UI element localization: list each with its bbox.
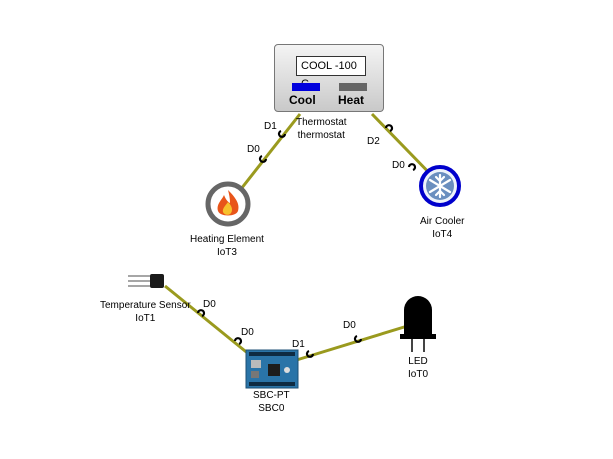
port-connector[interactable]: [407, 163, 417, 172]
device-sub: IoT4: [432, 229, 453, 240]
temperature-sensor-device[interactable]: [128, 274, 164, 288]
thermostat-device[interactable]: COOL -100 C Cool Heat: [274, 44, 384, 112]
device-name: SBC-PT: [253, 390, 290, 401]
sbc-board-device[interactable]: [245, 349, 299, 389]
device-name: Air Cooler: [420, 216, 465, 227]
port-connector[interactable]: [384, 124, 394, 133]
led-device[interactable]: [400, 296, 436, 352]
device-sub: SBC0: [258, 403, 285, 414]
port-label: D0: [343, 320, 356, 331]
heat-label: Heat: [338, 93, 365, 107]
heating-element-device[interactable]: [205, 181, 251, 227]
air-cooler-label: Air Cooler IoT4: [420, 215, 464, 241]
device-sub: thermostat: [297, 130, 345, 141]
thermostat-label: Thermostat thermostat: [296, 116, 347, 142]
link-sensor-sbc[interactable]: [164, 284, 251, 357]
port-label: D0: [203, 299, 216, 310]
led-label: LED IoT0: [408, 355, 428, 381]
port-label: D2: [367, 136, 380, 147]
port-connector[interactable]: [277, 129, 287, 138]
port-connector[interactable]: [305, 349, 315, 358]
snowflake-icon: [428, 173, 452, 199]
device-name: Thermostat: [296, 117, 347, 128]
thermostat-display: COOL -100 C: [296, 56, 366, 90]
device-name: Heating Element: [190, 234, 264, 245]
device-sub: IoT1: [135, 313, 156, 324]
heat-indicator: [339, 83, 367, 91]
device-sub: IoT3: [216, 247, 237, 258]
port-label: D0: [247, 144, 260, 155]
port-label: D1: [264, 121, 277, 132]
device-sub: IoT0: [408, 369, 429, 380]
sbc-label: SBC-PT SBC0: [253, 389, 290, 415]
port-connector[interactable]: [353, 334, 363, 343]
port-label: D0: [241, 327, 254, 338]
port-label: D1: [292, 339, 305, 350]
port-connector[interactable]: [196, 309, 206, 318]
cool-label: Cool: [289, 93, 316, 107]
port-label: D0: [392, 160, 405, 171]
air-cooler-device[interactable]: [419, 165, 461, 207]
port-connector[interactable]: [233, 337, 243, 346]
port-connector[interactable]: [258, 154, 268, 163]
temperature-sensor-label: Temperature Sensor IoT1: [100, 299, 191, 325]
cool-indicator: [292, 83, 320, 91]
device-name: LED: [408, 356, 428, 367]
device-name: Temperature Sensor: [100, 300, 191, 311]
heating-element-label: Heating Element IoT3: [190, 233, 264, 259]
